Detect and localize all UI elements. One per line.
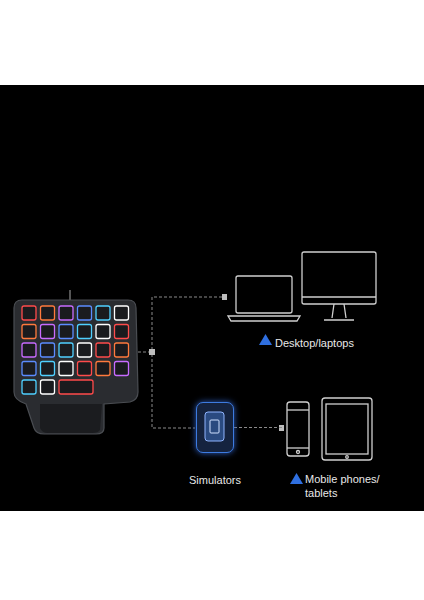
key: [115, 306, 129, 320]
simulator-icon: [197, 403, 232, 451]
key: [59, 325, 73, 339]
node-label: Simulators: [189, 473, 241, 487]
key: [22, 362, 36, 376]
key: [59, 306, 73, 320]
tablet-icon: [322, 398, 372, 460]
key: [96, 306, 110, 320]
key: [115, 362, 129, 376]
key: [59, 362, 73, 376]
simulator-box: Simulators: [196, 402, 234, 453]
phone-icon: [287, 402, 309, 456]
key: [78, 343, 92, 357]
key: [41, 380, 55, 394]
key: [78, 325, 92, 339]
key: [59, 343, 73, 357]
key: [115, 343, 129, 357]
key: [22, 325, 36, 339]
device-group: Mobile phones/ tablets: [284, 397, 374, 461]
junction-square: [149, 349, 155, 355]
key: [41, 362, 55, 376]
key: [115, 325, 129, 339]
triangle-marker: [259, 334, 272, 345]
key: [78, 306, 92, 320]
key: [41, 325, 55, 339]
key: [96, 343, 110, 357]
key: [22, 380, 36, 394]
key: [59, 380, 93, 394]
monitor-icon: [302, 252, 376, 320]
dark-band: [0, 85, 424, 511]
dashed-connector: [234, 427, 284, 428]
node-label: Desktop/laptops: [275, 336, 354, 350]
key: [22, 306, 36, 320]
laptop-icon: [228, 276, 300, 321]
key: [22, 343, 36, 357]
key: [96, 362, 110, 376]
key: [78, 362, 92, 376]
device-group: Desktop/laptops: [225, 248, 380, 324]
key: [41, 343, 55, 357]
keyboard-illustration: [14, 290, 138, 434]
key: [41, 306, 55, 320]
triangle-marker: [290, 473, 303, 484]
node-label: Mobile phones/ tablets: [305, 472, 389, 500]
junction-square: [222, 294, 227, 300]
key: [96, 325, 110, 339]
